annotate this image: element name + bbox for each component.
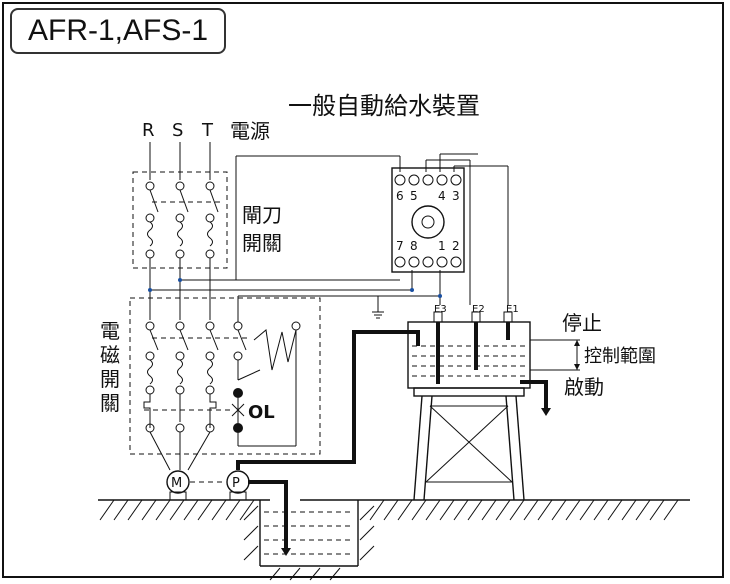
- diagram-frame: [2, 2, 724, 578]
- relay-terminal-1: 1: [438, 239, 446, 253]
- ground: [98, 499, 690, 521]
- electrode-e2: E2: [472, 304, 485, 315]
- magnetic-switch-label-3: 開: [100, 367, 120, 391]
- phase-lines: [149, 142, 211, 180]
- water-pipe: [236, 330, 420, 556]
- phase-s-label: S: [172, 120, 183, 141]
- overload-label: OL: [248, 402, 275, 423]
- well: [243, 500, 375, 581]
- start-label: 啟動: [564, 375, 604, 399]
- water-tank: [407, 311, 580, 501]
- level-relay: 6 5 4 3 7 8 1 2: [391, 167, 465, 273]
- motor-label: M: [171, 476, 182, 491]
- magnetic-switch-box: [129, 297, 321, 455]
- relay-terminal-7: 7: [396, 239, 404, 253]
- electrode-e1: E1: [506, 304, 519, 315]
- relay-terminal-6: 6: [396, 189, 404, 203]
- junction-dots: [148, 278, 442, 298]
- control-wiring: [149, 153, 509, 322]
- magnetic-switch-contacts: [143, 321, 301, 471]
- control-range-label: 控制範圍: [584, 346, 656, 367]
- diagram-title: 一般自動給水裝置: [288, 92, 480, 120]
- relay-terminal-2: 2: [452, 239, 460, 253]
- phase-r-label: R: [142, 120, 155, 141]
- electrode-e3: E3: [434, 304, 447, 315]
- pump-label: P: [232, 476, 240, 491]
- knife-switch-contacts: [145, 181, 220, 259]
- power-label: 電源: [230, 119, 270, 143]
- relay-terminal-3: 3: [452, 189, 460, 203]
- magnetic-switch-label-1: 電: [100, 319, 120, 343]
- phase-t-label: T: [201, 120, 214, 141]
- stop-label: 停止: [562, 311, 602, 335]
- model-title: AFR-1,AFS-1: [10, 8, 226, 54]
- relay-terminal-5: 5: [410, 189, 418, 203]
- relay-terminal-4: 4: [438, 189, 446, 203]
- relay-terminal-8: 8: [410, 239, 418, 253]
- knife-switch-label-2: 開關: [242, 231, 282, 255]
- magnetic-switch-label-2: 磁: [100, 343, 120, 367]
- magnetic-switch-label-4: 關: [100, 391, 120, 415]
- knife-switch-label-1: 閘刀: [242, 203, 282, 227]
